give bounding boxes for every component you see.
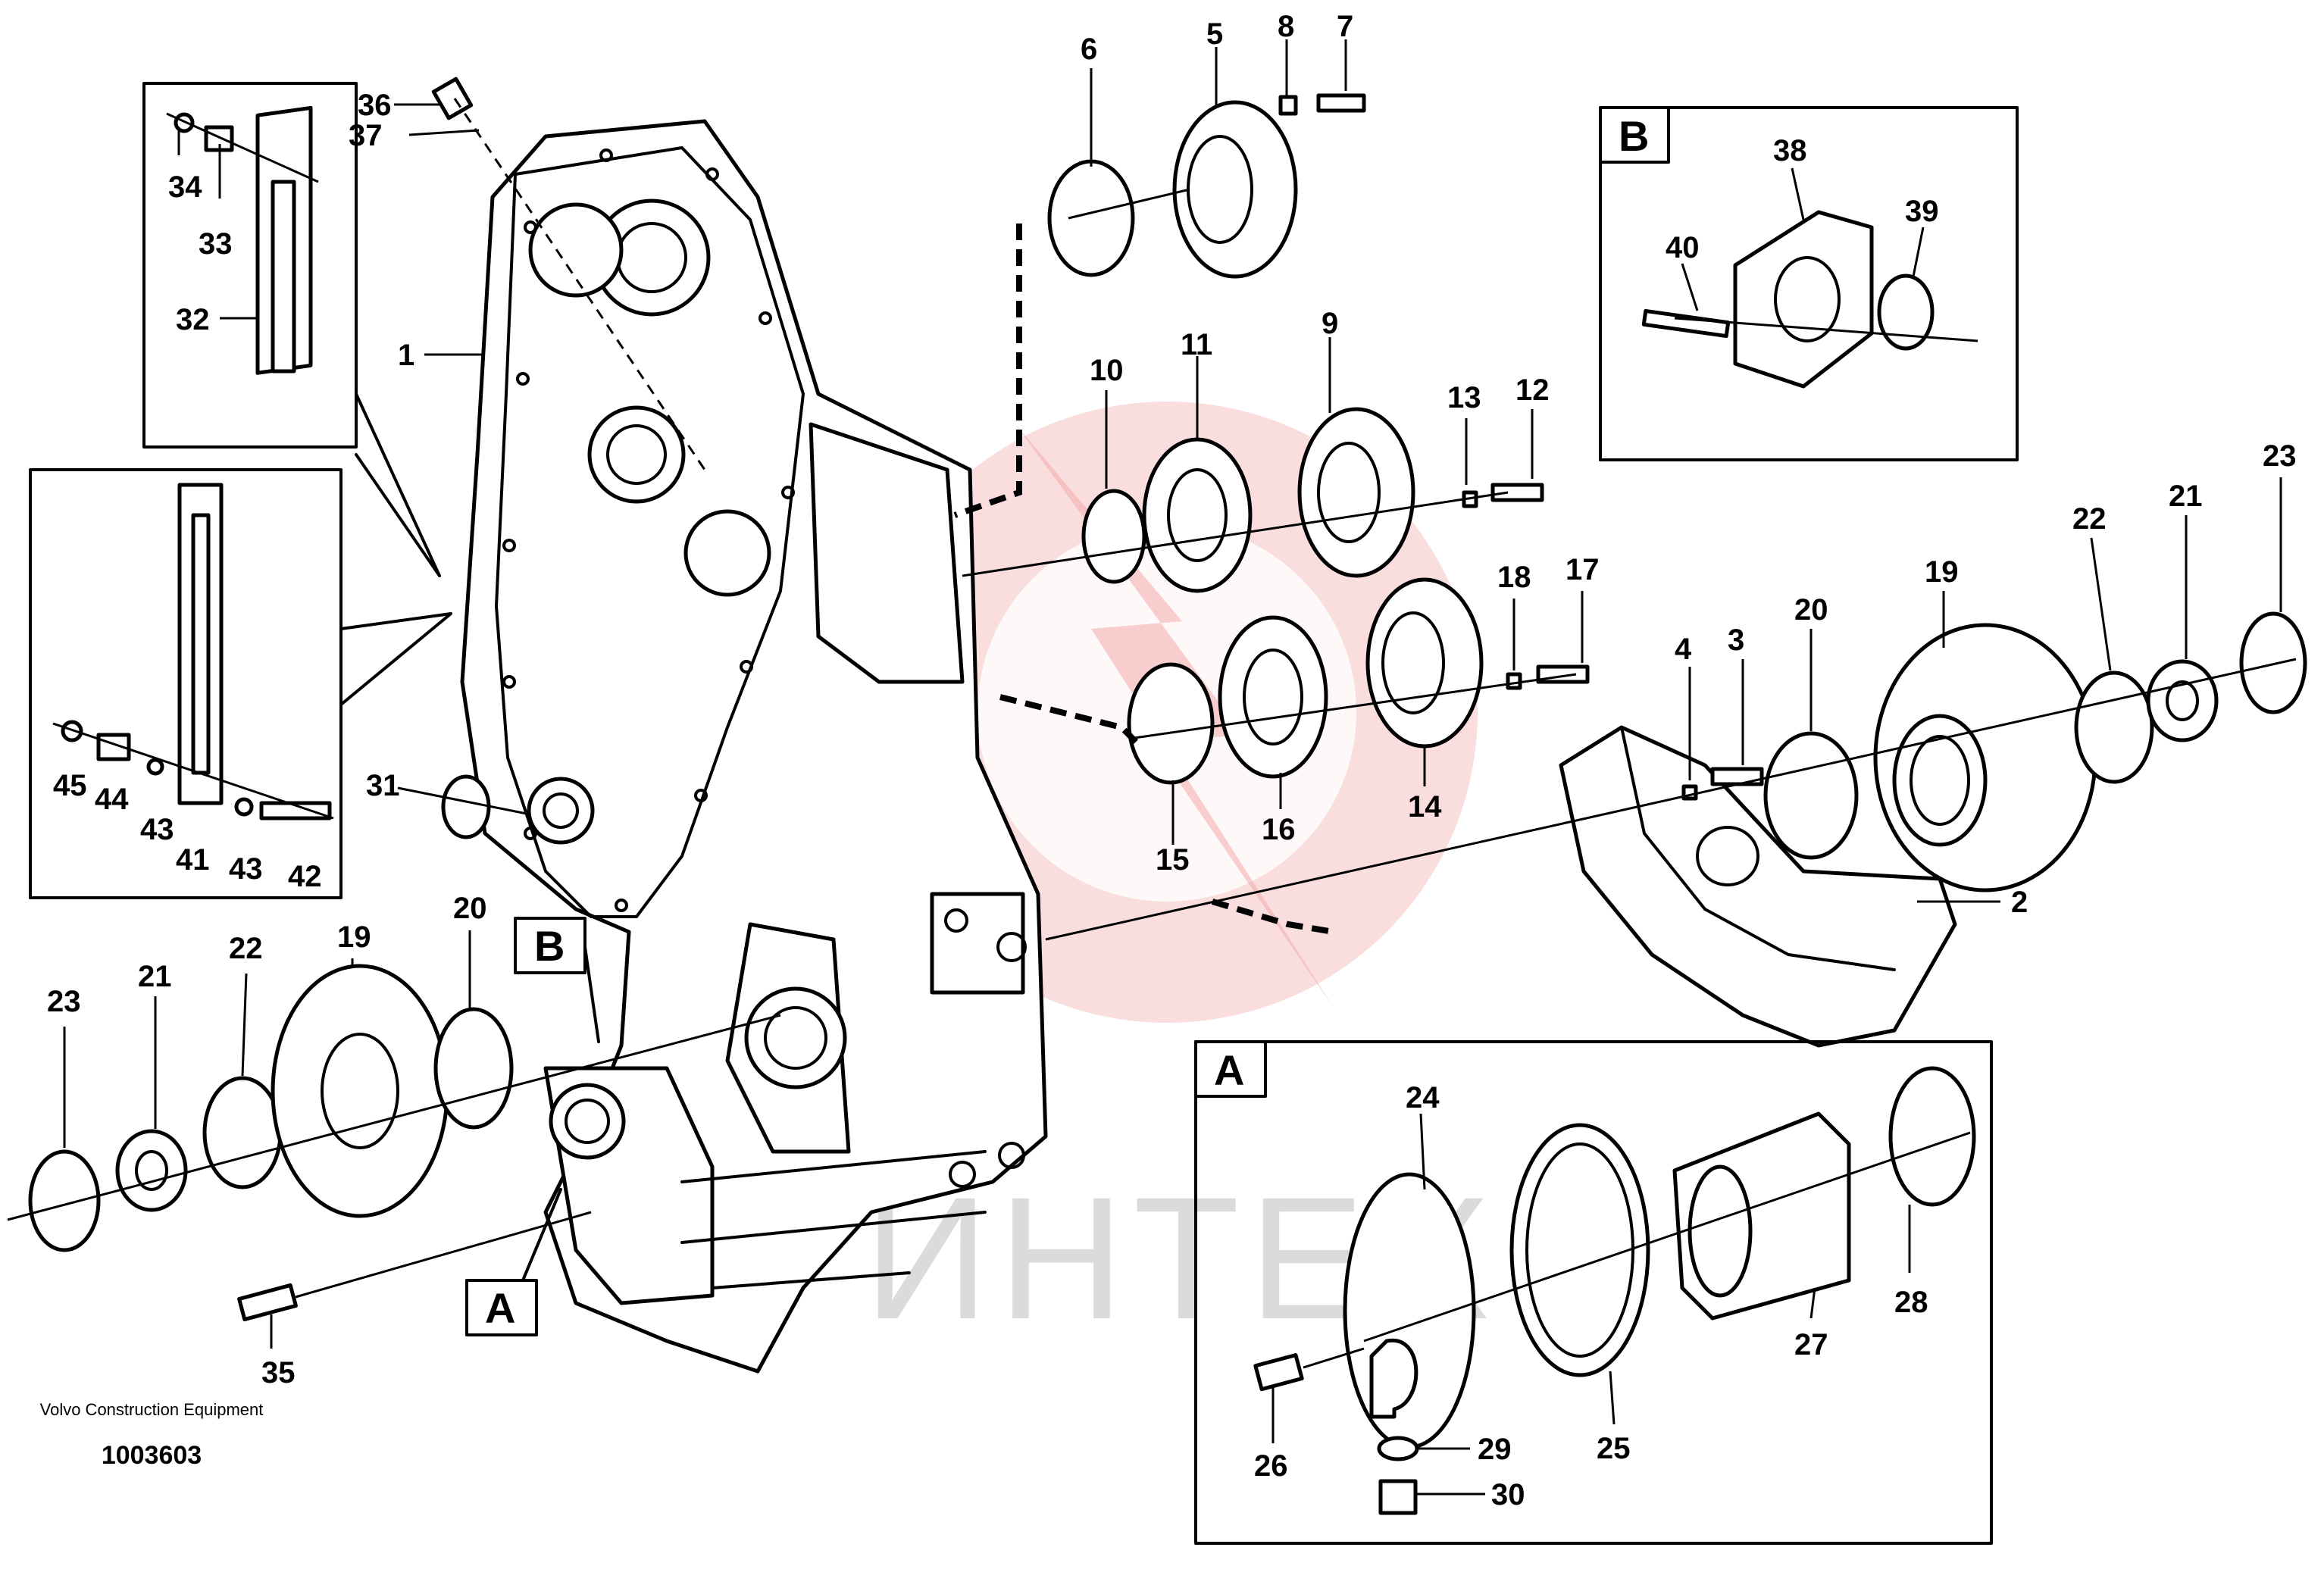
svg-text:A: A bbox=[485, 1284, 515, 1332]
left-output-group: 23 21 22 19 20 35 bbox=[7, 892, 781, 1389]
reference-flag-b: B bbox=[514, 917, 600, 1043]
detail-view-a: A 24 25 27 28 26 29 30 bbox=[1194, 1040, 1993, 1545]
callout-1: 1 bbox=[398, 339, 414, 372]
callout-14: 14 bbox=[1408, 790, 1442, 824]
callout-6: 6 bbox=[1081, 33, 1097, 66]
callout-20-left: 20 bbox=[453, 892, 487, 925]
callout-31: 31 bbox=[366, 769, 400, 802]
callout-30: 30 bbox=[1491, 1478, 1525, 1511]
callout-19-left: 19 bbox=[337, 921, 371, 954]
callout-12: 12 bbox=[1515, 374, 1550, 407]
callout-40: 40 bbox=[1666, 231, 1700, 264]
callout-21-right: 21 bbox=[2169, 480, 2203, 513]
document-number: 1003603 bbox=[101, 1441, 202, 1470]
transmission-housing bbox=[460, 119, 1048, 1374]
callout-36: 36 bbox=[358, 89, 392, 122]
breather: 36 37 1 bbox=[349, 77, 706, 470]
callout-4: 4 bbox=[1675, 633, 1692, 666]
callout-15: 15 bbox=[1156, 843, 1190, 877]
callout-44: 44 bbox=[95, 783, 129, 816]
callout-7: 7 bbox=[1337, 10, 1353, 43]
right-output-group: 4 3 20 19 22 21 23 2 bbox=[1045, 439, 2307, 1048]
callout-38: 38 bbox=[1773, 134, 1807, 167]
callout-9: 9 bbox=[1322, 307, 1338, 340]
manufacturer-name: Volvo Construction Equipment bbox=[39, 1400, 264, 1419]
callout-43-left: 43 bbox=[140, 813, 174, 846]
callout-13: 13 bbox=[1447, 381, 1481, 414]
callout-5: 5 bbox=[1206, 17, 1223, 51]
callout-16: 16 bbox=[1262, 813, 1296, 846]
detail-view-a-label: A bbox=[1214, 1046, 1244, 1094]
callout-19-right: 19 bbox=[1925, 555, 1959, 589]
callout-28: 28 bbox=[1894, 1286, 1928, 1319]
inset-sight-glass-upper: 34 33 32 bbox=[142, 82, 358, 449]
callout-20-right: 20 bbox=[1794, 593, 1828, 627]
drawing-caption: Volvo Construction Equipment 1003603 bbox=[30, 1400, 273, 1471]
callout-37: 37 bbox=[349, 119, 383, 152]
callout-34: 34 bbox=[168, 170, 202, 204]
callout-45: 45 bbox=[53, 769, 87, 802]
callout-35: 35 bbox=[261, 1356, 296, 1389]
detail-view-b: B 38 40 39 bbox=[1599, 106, 2019, 461]
callout-2: 2 bbox=[2011, 886, 2028, 919]
callout-23-right: 23 bbox=[2263, 439, 2297, 473]
callout-23-left: 23 bbox=[47, 985, 81, 1018]
callout-3: 3 bbox=[1728, 624, 1744, 657]
detail-view-b-label: B bbox=[1619, 112, 1649, 160]
callout-17: 17 bbox=[1565, 553, 1600, 586]
callout-42: 42 bbox=[288, 860, 322, 893]
callout-43-right: 43 bbox=[229, 852, 263, 886]
callout-22-right: 22 bbox=[2072, 502, 2107, 536]
inset-sight-glass-lower: 45 44 43 41 43 42 bbox=[29, 392, 452, 899]
reference-flag-a: A bbox=[465, 1188, 562, 1336]
callout-41: 41 bbox=[176, 843, 210, 877]
callout-21-left: 21 bbox=[138, 960, 172, 993]
callout-32: 32 bbox=[176, 303, 210, 336]
callout-33: 33 bbox=[199, 227, 233, 261]
callout-39: 39 bbox=[1905, 195, 1939, 228]
callout-8: 8 bbox=[1278, 10, 1294, 43]
o-ring-31: 31 bbox=[366, 769, 531, 839]
upper-cover-group: 6 5 8 7 10 11 9 13 12 15 bbox=[953, 10, 1600, 877]
callout-24: 24 bbox=[1406, 1081, 1440, 1114]
callout-29: 29 bbox=[1478, 1433, 1512, 1466]
callout-11: 11 bbox=[1181, 328, 1212, 361]
callout-27: 27 bbox=[1794, 1328, 1828, 1361]
callout-10: 10 bbox=[1090, 354, 1124, 387]
callout-22-left: 22 bbox=[229, 932, 263, 965]
svg-text:B: B bbox=[534, 922, 565, 970]
callout-18: 18 bbox=[1497, 561, 1531, 594]
callout-25: 25 bbox=[1597, 1432, 1631, 1465]
callout-26: 26 bbox=[1254, 1449, 1288, 1483]
